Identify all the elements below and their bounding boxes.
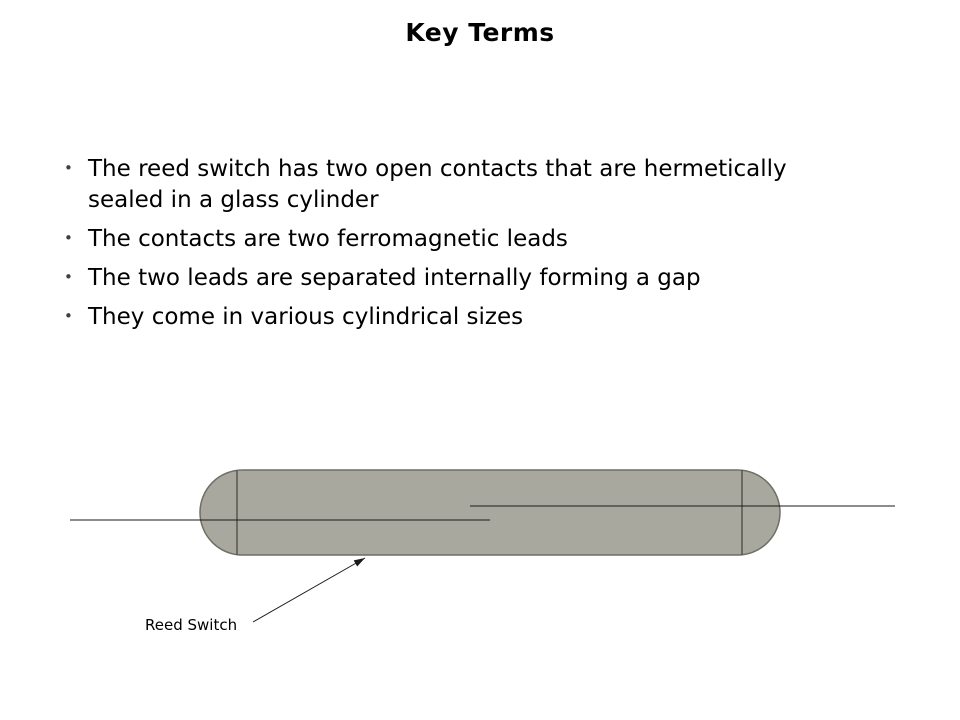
slide-title: Key Terms	[405, 18, 555, 47]
bullet-list: The reed switch has two open contacts th…	[62, 154, 862, 341]
callout-arrow-line	[252, 557, 366, 623]
bullet-item: The reed switch has two open contacts th…	[62, 154, 862, 216]
bullet-item: They come in various cylindrical sizes	[62, 302, 862, 333]
bullet-item: The contacts are two ferromagnetic leads	[62, 224, 862, 255]
glass-capsule	[199, 469, 781, 556]
callout-arrow-head-icon	[353, 558, 365, 567]
reed-switch-diagram: Reed Switch	[70, 469, 895, 634]
bullet-item: The two leads are separated internally f…	[62, 263, 862, 294]
diagram-label: Reed Switch	[145, 616, 237, 634]
